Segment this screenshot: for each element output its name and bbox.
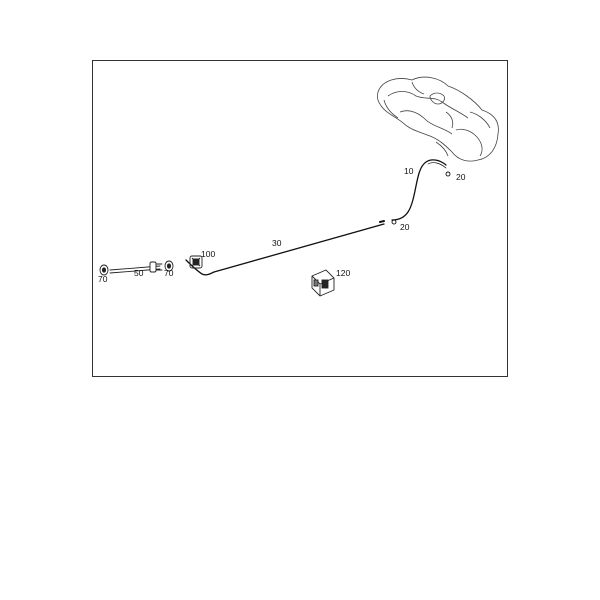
diagram-frame: [92, 60, 508, 377]
callout-tank-line: 10: [404, 166, 414, 176]
callout-hose: 50: [134, 268, 144, 278]
clip-left-icon: [99, 264, 109, 276]
clip-lower-icon: [391, 219, 397, 225]
callout-holder: 100: [201, 249, 215, 259]
callout-clip-mid: 70: [164, 268, 174, 278]
main-line: [185, 220, 385, 276]
clip-upper-icon: [445, 171, 451, 177]
bracket-icon: [311, 269, 335, 297]
callout-bracket: 120: [336, 268, 350, 278]
callout-clip-left: 70: [98, 274, 108, 284]
callout-clip-lower: 20: [400, 222, 410, 232]
holder-icon: [189, 255, 203, 269]
callout-clip-upper: 20: [456, 172, 466, 182]
hose: [109, 261, 163, 274]
clip-mid-icon: [164, 260, 174, 272]
tank-line: [391, 159, 447, 221]
fuel-tank: [377, 76, 499, 162]
callout-main-line: 30: [272, 238, 282, 248]
